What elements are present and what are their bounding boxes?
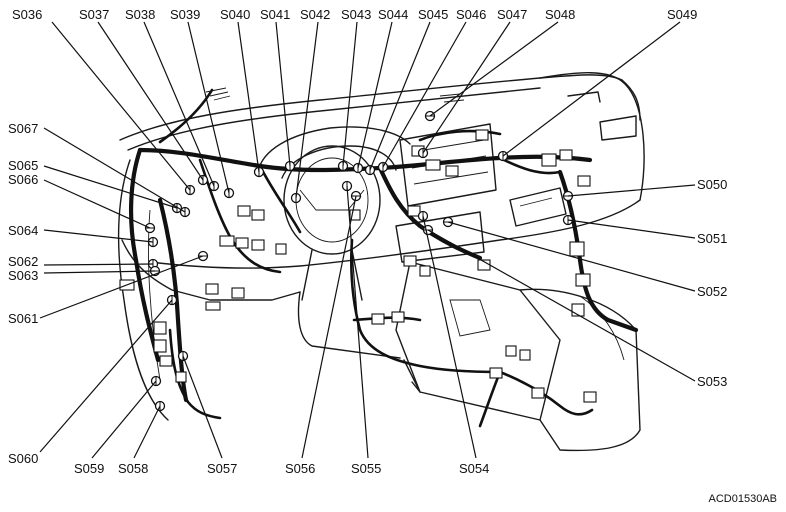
callout-s037: S037 bbox=[79, 7, 109, 22]
connectors bbox=[119, 129, 597, 403]
callout-s063: S063 bbox=[8, 268, 38, 283]
callout-s059: S059 bbox=[74, 461, 104, 476]
callout-s041: S041 bbox=[260, 7, 290, 22]
callout-s060: S060 bbox=[8, 451, 38, 466]
callout-s055: S055 bbox=[351, 461, 381, 476]
callout-s049: S049 bbox=[667, 7, 697, 22]
callout-s036: S036 bbox=[12, 7, 42, 22]
callout-s054: S054 bbox=[459, 461, 489, 476]
callout-s052: S052 bbox=[697, 284, 727, 299]
callout-s043: S043 bbox=[341, 7, 371, 22]
callout-s066: S066 bbox=[8, 172, 38, 187]
callout-s067: S067 bbox=[8, 121, 38, 136]
callout-s062: S062 bbox=[8, 254, 38, 269]
callout-s061: S061 bbox=[8, 311, 38, 326]
callout-s047: S047 bbox=[497, 7, 527, 22]
callout-s056: S056 bbox=[285, 461, 315, 476]
leader-lines bbox=[39, 21, 696, 459]
callout-s064: S064 bbox=[8, 223, 38, 238]
callout-s050: S050 bbox=[697, 177, 727, 192]
callout-s045: S045 bbox=[418, 7, 448, 22]
callout-s040: S040 bbox=[220, 7, 250, 22]
callout-s046: S046 bbox=[456, 7, 486, 22]
callout-s048: S048 bbox=[545, 7, 575, 22]
callout-s058: S058 bbox=[118, 461, 148, 476]
callout-s053: S053 bbox=[697, 374, 727, 389]
callout-s044: S044 bbox=[378, 7, 408, 22]
callout-s038: S038 bbox=[125, 7, 155, 22]
figure-reference-code: ACD01530AB bbox=[709, 493, 778, 505]
callout-s051: S051 bbox=[697, 231, 727, 246]
callout-labels: S036 S037 S038 S039 S040 S041 S042 S043 … bbox=[8, 7, 727, 476]
callout-s042: S042 bbox=[300, 7, 330, 22]
callout-s057: S057 bbox=[207, 461, 237, 476]
callout-s039: S039 bbox=[170, 7, 200, 22]
callout-s065: S065 bbox=[8, 158, 38, 173]
